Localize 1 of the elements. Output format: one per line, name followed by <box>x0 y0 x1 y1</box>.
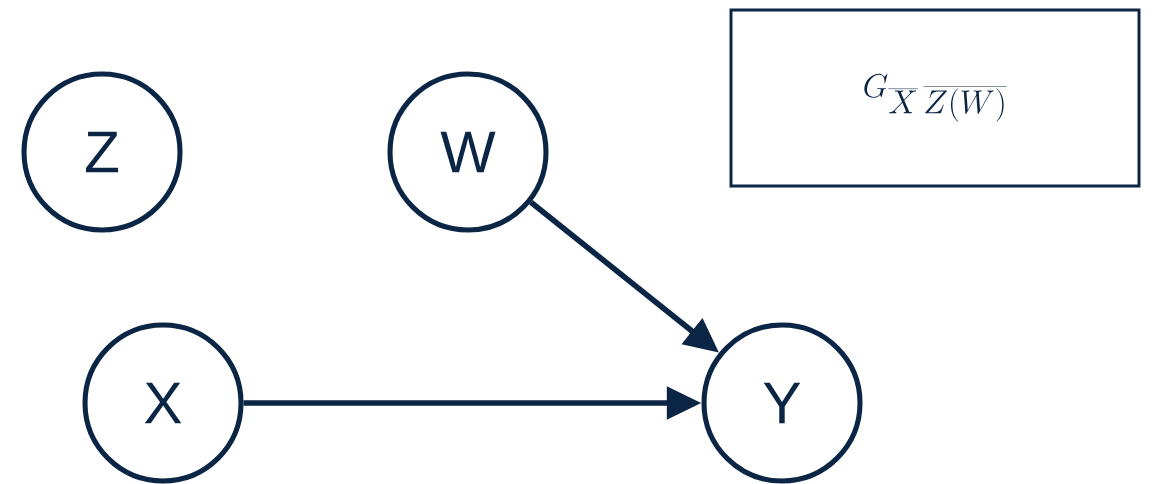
formula-box: $G_{\overline{X}\,\overline{Z(W)}}$ <box>729 8 1141 188</box>
